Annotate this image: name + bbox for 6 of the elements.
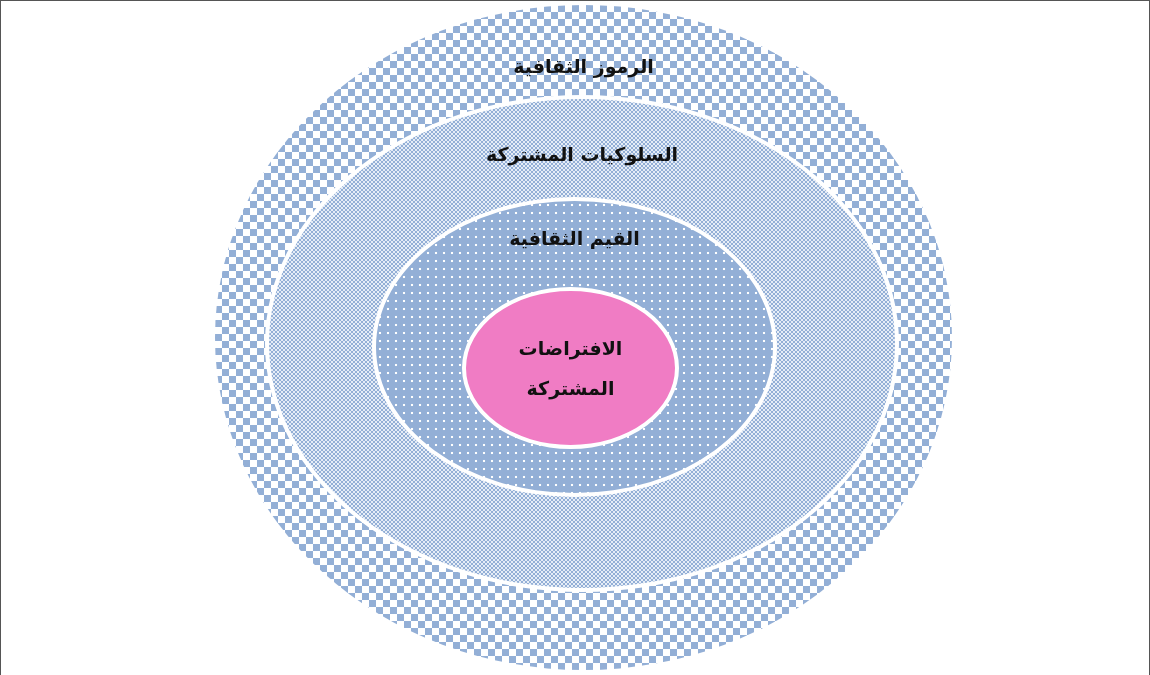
layer-label: القيم الثقافية (509, 227, 640, 249)
inner-ellipse (372, 197, 777, 497)
layer-label: الرموز الثقافية (513, 55, 654, 77)
layer-label: السلوكيات المشتركة (485, 143, 679, 165)
layer-label: الافتراضات المشتركة (517, 336, 624, 402)
middle-ellipse (265, 95, 899, 592)
